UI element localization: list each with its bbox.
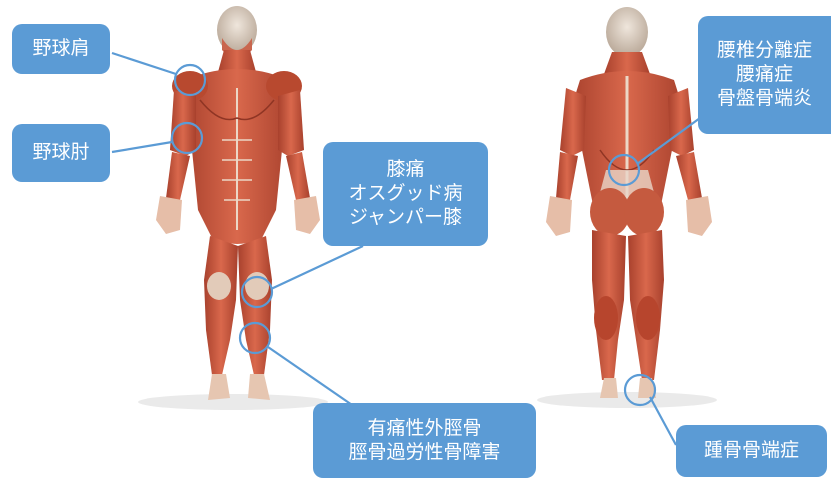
label-text: 骨盤骨端炎 — [717, 87, 812, 111]
label-text: ジャンパー膝 — [349, 206, 462, 230]
front-muscle-figure — [138, 6, 328, 410]
label-text: オスグッド病 — [348, 182, 462, 206]
label-text: 腰椎分離症 — [717, 39, 812, 63]
label-baseball-elbow: 野球肘 — [12, 124, 110, 182]
label-text: 野球肩 — [32, 37, 89, 61]
back-floor-shadow — [537, 392, 717, 408]
label-baseball-shoulder: 野球肩 — [12, 24, 110, 74]
label-knee-group: 膝痛 オスグッド病 ジャンパー膝 — [323, 142, 488, 246]
label-text: 有痛性外脛骨 — [367, 417, 481, 441]
label-text: 膝痛 — [386, 158, 424, 182]
label-text: 腰痛症 — [736, 63, 793, 87]
label-text: 踵骨骨端症 — [704, 439, 799, 463]
front-floor-shadow — [138, 394, 328, 410]
label-text: 野球肘 — [32, 141, 89, 165]
label-shin-group: 有痛性外脛骨 脛骨過労性骨障害 — [313, 403, 536, 478]
back-head — [606, 7, 648, 57]
label-heel-group: 踵骨骨端症 — [676, 425, 827, 477]
label-lumbar-group: 腰椎分離症 腰痛症 骨盤骨端炎 — [698, 16, 831, 134]
back-muscle-figure — [537, 7, 717, 408]
label-text: 脛骨過労性骨障害 — [348, 441, 500, 465]
